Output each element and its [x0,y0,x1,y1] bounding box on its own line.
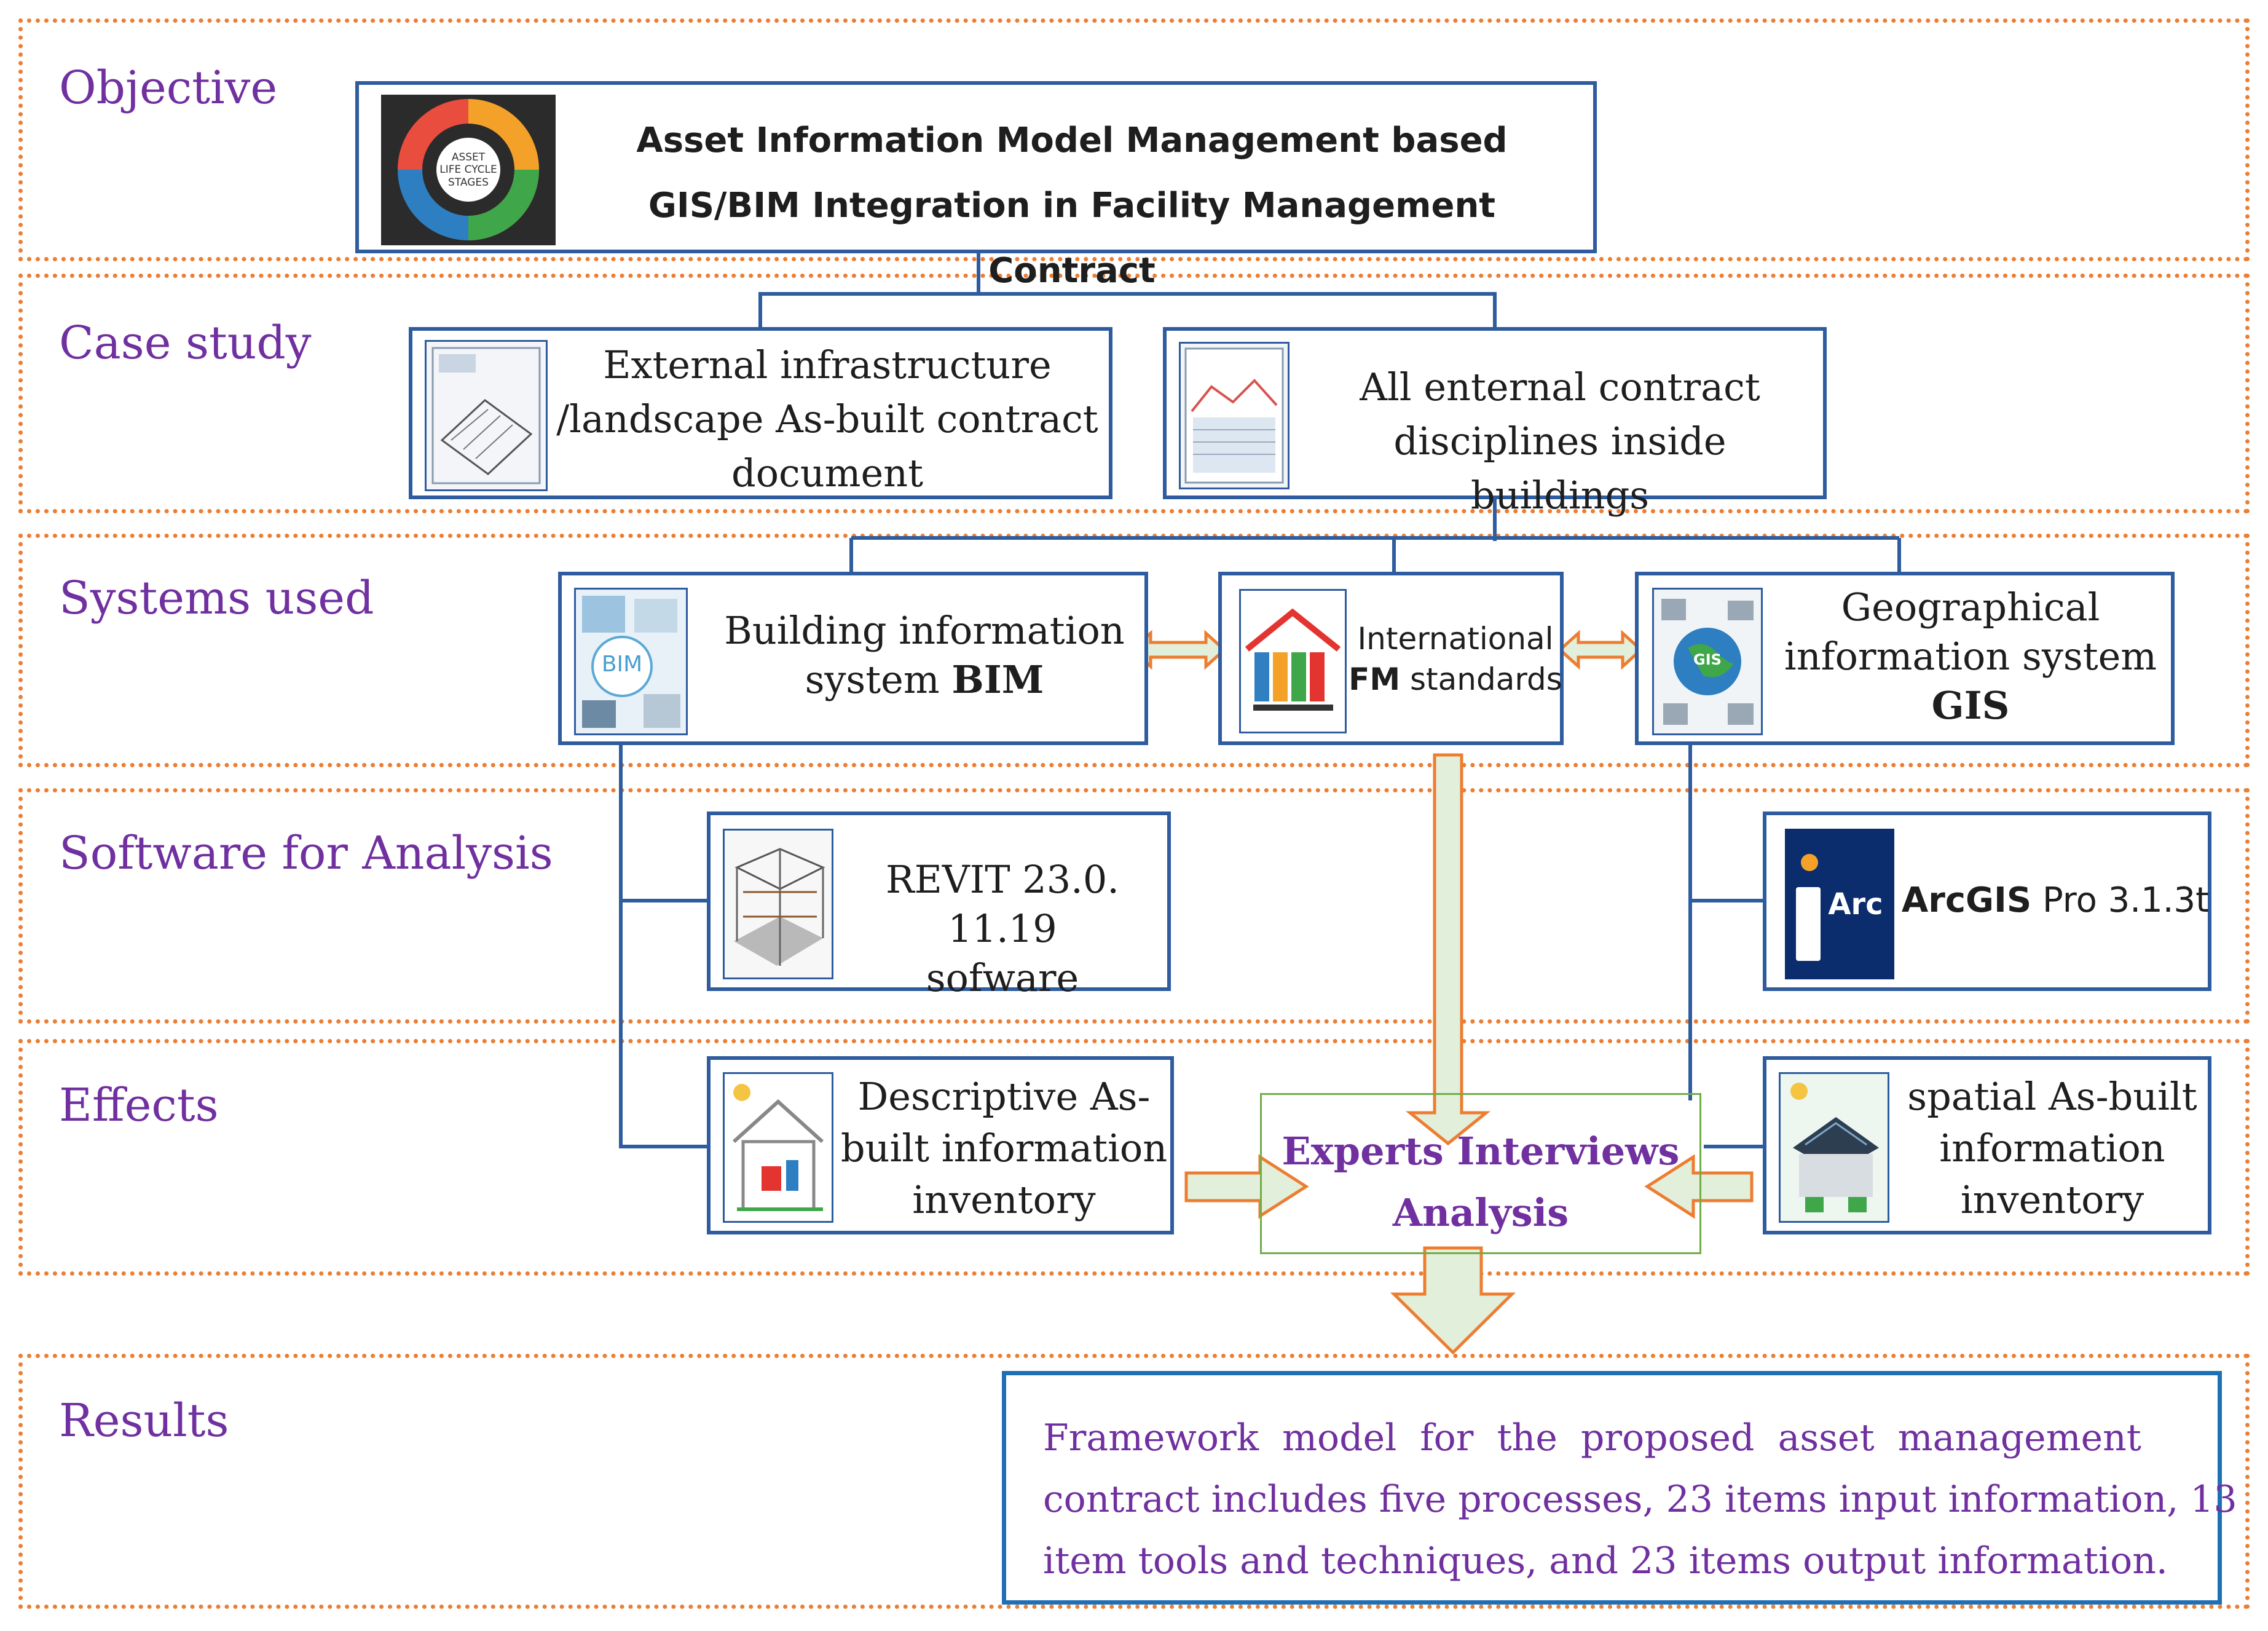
objective-box: ASSET LIFE CYCLE STAGES Asset Informatio… [355,81,1597,291]
gis-line-2: information system [1784,634,2157,679]
band-systems-used [18,534,2250,767]
asset-image-text-2: LIFE CYCLE [439,164,497,176]
connector-gis-branch [1688,744,1770,1148]
descriptive-line-3: inventory [912,1177,1096,1222]
gis-line-1: Geographical [1841,585,2100,630]
revit-box: REVIT 23.0. 11.19 sofware [707,812,1171,1000]
band-case-study [18,274,2250,513]
revit-line-1: REVIT 23.0. 11.19 [885,857,1120,951]
label-results: Results [59,1394,229,1447]
gis-line-3: GIS [1931,683,2010,728]
band-effects [18,1039,2250,1276]
internal-line-1: All enternal contract [1360,365,1760,409]
band-results [18,1354,2250,1609]
results-line-1: Framework model for the proposed asset m… [1043,1416,2141,1459]
spatial-inventory-text: spatial As-built information inventory [1896,1071,2209,1226]
descriptive-inventory-text: Descriptive As- built information invent… [837,1071,1171,1226]
bim-system-box: BIM Building information system BIM [558,572,1148,745]
asset-life-cycle-image: ASSET LIFE CYCLE STAGES [381,95,556,245]
arcgis-version: Pro 3.1.3t [2031,880,2210,920]
external-infrastructure-box: External infrastructure /landscape As-bu… [409,327,1112,499]
asset-image-text-3: STAGES [448,176,489,189]
gis-system-text: Geographical information system GIS [1768,583,2173,730]
internal-disciplines-box: All enternal contract disciplines inside… [1163,327,1827,518]
descriptive-inventory-box: Descriptive As- built information invent… [707,1056,1174,1234]
gis-image-label: GIS [1693,651,1722,668]
arrow-experts-to-results [1390,1246,1516,1355]
revit-model-image [723,829,833,979]
bim-system-text: Building information system BIM [703,606,1146,705]
results-text: Framework model for the proposed asset m… [1043,1407,2237,1592]
bim-image: BIM [574,588,688,735]
internal-disciplines-text: All enternal contract disciplines inside… [1299,360,1821,523]
fm-line-2: FM standards [1349,661,1562,697]
band-objective [18,18,2250,261]
gis-system-box: GIS Geographical information system GIS [1635,572,2175,745]
connector-objective-casestudy [758,252,1497,331]
internal-drawing-image [1179,342,1290,489]
experts-interviews-box: Experts Interviews Analysis [1260,1093,1701,1254]
external-line-2: /landscape As-built contract [556,397,1098,441]
fm-standards-box: International FM standards [1218,572,1564,745]
descriptive-house-image [723,1072,833,1223]
bim-line-1: Building information [724,608,1125,653]
descriptive-line-2: built information [840,1126,1168,1171]
fm-house-icon [1239,589,1347,733]
connector-casestudy-systems [849,498,1901,577]
external-infrastructure-text: External infrastructure /landscape As-bu… [548,338,1107,500]
connector-bim-branch [619,744,713,1148]
arrow-fm-to-experts [1405,753,1491,1146]
results-box: Framework model for the proposed asset m… [1002,1371,2237,1605]
label-effects: Effects [59,1079,219,1132]
results-line-2: contract includes five processes, 23 ite… [1043,1478,2237,1521]
fm-line-1: International [1357,621,1554,657]
fm-standards-text: International FM standards [1348,618,1563,700]
gis-image: GIS [1652,588,1763,735]
band-software [18,788,2250,1024]
experts-line-1: Experts Interviews [1282,1129,1680,1174]
spatial-line-3: inventory [1960,1177,2144,1222]
arcgis-logo-image: Arc [1785,829,1894,979]
label-objective: Objective [59,61,278,114]
experts-line-2: Analysis [1392,1190,1569,1235]
objective-line-1: Asset Information Model Management based [636,120,1508,160]
double-arrow-fm-gis [1557,630,1644,670]
arcgis-text: ArcGIS Pro 3.1.3t [1899,880,2212,921]
objective-line-2: GIS/BIM Integration in Facility Manageme… [648,186,1496,291]
label-case-study: Case study [59,317,312,369]
spatial-house-image [1779,1072,1889,1223]
external-line-1: External infrastructure [603,342,1052,387]
external-line-3: document [731,451,923,496]
external-drawing-image [425,340,548,491]
internal-line-2: disciplines inside buildings [1393,419,1727,518]
descriptive-line-1: Descriptive As- [857,1074,1151,1119]
spatial-line-2: information [1939,1126,2165,1171]
revit-text: REVIT 23.0. 11.19 sofware [837,855,1168,1003]
spatial-line-1: spatial As-built [1907,1074,2197,1119]
label-software: Software for Analysis [59,827,553,880]
experts-interviews-text: Experts Interviews Analysis [1262,1121,1699,1244]
arcgis-name: ArcGIS [1901,880,2032,920]
results-line-3: item tools and techniques, and 23 items … [1043,1539,2168,1582]
objective-title: Asset Information Model Management based… [562,108,1582,304]
asset-image-text-1: ASSET [451,151,486,164]
bim-line-2: system BIM [805,657,1044,702]
spatial-inventory-box: spatial As-built information inventory [1763,1056,2211,1234]
arcgis-box: Arc ArcGIS Pro 3.1.3t [1763,812,2211,991]
revit-line-2: sofware [926,955,1079,1000]
label-systems-used: Systems used [59,572,374,625]
arc-logo-text: Arc [1828,887,1883,922]
bim-image-label: BIM [601,652,643,677]
